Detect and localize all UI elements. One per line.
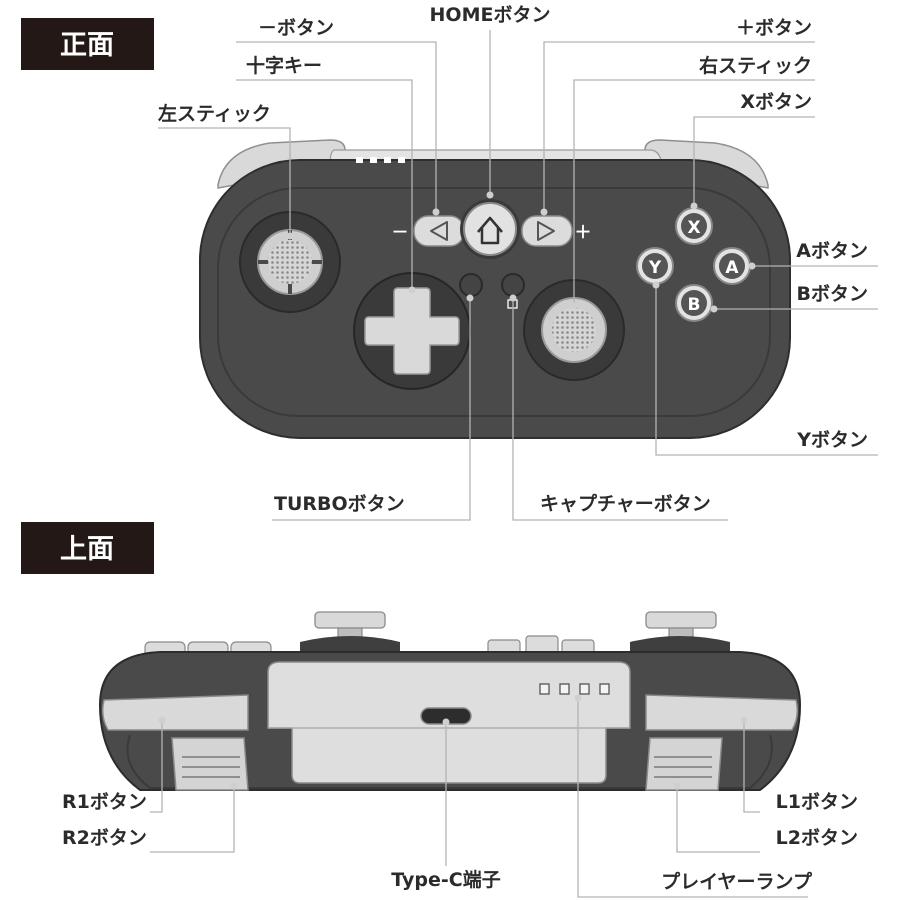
y-letter: Y [648,258,662,278]
controller-inner-outline [217,187,771,417]
right-stick-top [630,611,730,655]
right-stick-label: 右スティック [698,54,812,77]
b-button-label: Bボタン [797,283,868,305]
l2-trigger[interactable] [645,737,723,791]
top-leader-lines [150,694,808,898]
right-stick[interactable] [523,279,625,381]
front-section-tag: 正面 [21,18,154,70]
b-button[interactable]: B [675,284,713,322]
x-button-label: Xボタン [740,91,812,113]
home-button-label: HOMEボタン [430,4,551,26]
home-button[interactable] [460,199,520,259]
r1-button-label: R1ボタン [62,791,147,813]
minus-sign: － [392,223,409,243]
front-controller: － ＋ X [199,139,791,439]
a-letter: A [725,258,739,278]
y-button-label: Yボタン [796,429,868,451]
l1-shoulder[interactable] [645,694,799,731]
b-letter: B [688,295,701,315]
top-labels: R1ボタン R2ボタン Type-C端子 プレイヤーランプ L1ボタン L2ボタ… [62,791,858,893]
top-player-lamps [539,683,610,695]
triangle-right-icon [537,221,555,241]
r1-shoulder[interactable] [101,694,249,731]
left-stick-label: 左スティック [158,102,271,125]
l2-button-label: L2ボタン [776,827,858,849]
front-labels: －ボタン HOMEボタン ＋ボタン 十字キー 右スティック 左スティック Xボタ… [158,4,868,515]
home-icon [477,216,503,245]
a-button-label: Aボタン [796,240,868,262]
dpad[interactable] [353,272,471,390]
l1-button-label: L1ボタン [776,791,858,813]
r2-trigger[interactable] [171,737,249,791]
triangle-left-icon [430,221,448,241]
minus-button[interactable] [413,215,465,247]
capture-button[interactable] [501,273,525,297]
controller-body [199,159,791,439]
front-leader-lines [158,30,878,521]
y-button[interactable]: Y [636,247,674,285]
left-stick-top [300,611,400,655]
player-lamp-label: プレイヤーランプ [661,870,813,893]
top-section-tag: 上面 [21,522,154,574]
typec-port-label: Type-C端子 [391,868,500,891]
plus-button-label: ＋ボタン [736,17,812,39]
x-button[interactable]: X [675,207,713,245]
r2-button-label: R2ボタン [62,827,147,849]
minus-button-label: －ボタン [258,17,334,39]
front-section-title: 正面 [60,30,114,61]
plus-button[interactable] [521,215,573,247]
dpad-label: 十字キー [246,54,322,77]
turbo-button-label: TURBOボタン [274,493,405,515]
x-letter: X [687,218,700,238]
plus-sign: ＋ [575,223,592,243]
turbo-button[interactable] [459,273,483,297]
top-controller [98,611,802,791]
a-button[interactable]: A [713,247,751,285]
top-section-title: 上面 [60,534,114,565]
capture-button-label: キャプチャーボタン [540,492,711,515]
front-player-lamps [356,157,405,163]
